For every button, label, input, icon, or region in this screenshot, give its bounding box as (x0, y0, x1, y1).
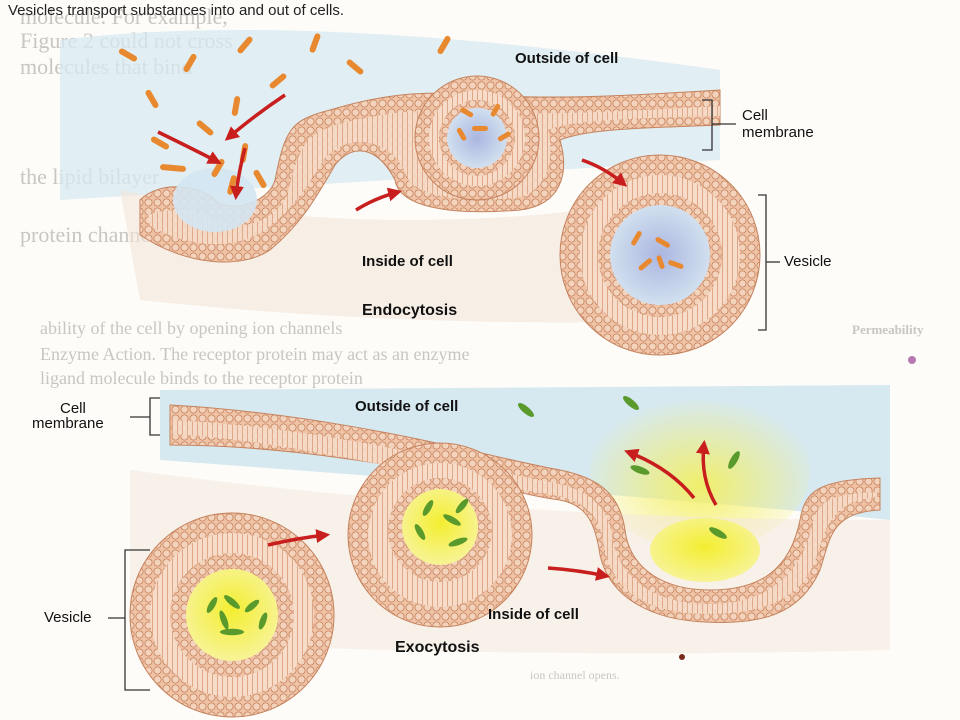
bg-text-line: Enzyme Action. The receptor protein may … (40, 344, 470, 364)
membrane-bracket (702, 99, 713, 151)
endocytic-pocket (173, 168, 257, 232)
green-molecule (206, 597, 218, 613)
endocytosis-panel (60, 30, 780, 356)
green-molecule (709, 527, 727, 539)
fusion-pocket (650, 518, 760, 582)
green-molecules (206, 396, 740, 636)
orange-molecule (196, 120, 214, 136)
green-molecule (244, 599, 260, 613)
endocytic-vesicle-lumen (610, 205, 710, 305)
red-arrow (581, 158, 628, 187)
bg-text-line: molecule. For example, (20, 4, 228, 29)
red-arrow (229, 147, 247, 201)
orange-molecule (656, 255, 665, 269)
exocytic-vesicle-lumen (186, 569, 278, 661)
exocytosis-label-brackets (108, 397, 160, 691)
orange-molecule (655, 237, 671, 248)
orange-molecule (437, 35, 451, 55)
cell-membrane-label-line1: Cell (60, 400, 86, 417)
vesicle-label: Vesicle (784, 253, 832, 270)
cell-membrane-label-line2: membrane (32, 415, 104, 432)
inside-of-cell-label: Inside of cell (488, 606, 579, 623)
orange-molecule (460, 107, 474, 118)
endocytosis-label-brackets (702, 99, 780, 331)
orange-molecule (160, 164, 186, 172)
endocytosis-title: Endocytosis (362, 302, 458, 319)
exocytosis-arrows (267, 439, 718, 581)
green-molecule (623, 396, 639, 410)
green-molecule (455, 498, 469, 514)
vesicle-bracket (124, 549, 150, 691)
orange-molecule (231, 96, 241, 116)
orange-molecule (145, 89, 159, 109)
cell-membrane-label-line2: membrane (742, 124, 814, 141)
green-molecule (448, 537, 468, 547)
outside-of-cell-label: Outside of cell (355, 398, 459, 415)
stray-dot (679, 654, 685, 660)
orange-molecule (631, 230, 642, 246)
bg-text-line: Permeability (852, 322, 924, 337)
orange-molecule (668, 260, 684, 269)
membrane-tails (172, 420, 878, 614)
orange-molecule (227, 175, 237, 195)
orange-molecule (253, 169, 267, 189)
bg-text-line: ability of the cell by opening ion chann… (40, 318, 343, 338)
red-arrow (547, 566, 611, 581)
orange-molecule (456, 127, 467, 141)
pinching-vesicle-lumen (447, 108, 507, 168)
red-arrow (157, 130, 222, 164)
yellow-glow (590, 390, 810, 550)
vesicle-label: Vesicle (44, 609, 92, 626)
red-arrow (267, 529, 331, 547)
green-molecule (443, 514, 461, 526)
green-molecule (422, 500, 434, 516)
inside-of-cell-label: Inside of cell (362, 253, 453, 270)
stray-dot (908, 356, 916, 364)
orange-molecule (309, 33, 321, 53)
cell-membrane-label-line1: Cell (742, 107, 768, 124)
orange-molecule (497, 131, 511, 142)
orange-molecule (118, 48, 138, 62)
green-molecule (728, 451, 740, 469)
red-arrow (624, 448, 696, 500)
green-molecule (630, 465, 650, 475)
bg-text-line: ligand molecule binds to the receptor pr… (40, 368, 363, 388)
endocytosis-arrows (157, 93, 628, 212)
green-molecule (219, 610, 229, 630)
outside-of-cell-label: Outside of cell (515, 50, 619, 67)
red-arrow (355, 187, 403, 212)
green-molecule (224, 595, 240, 609)
orange-molecule (472, 126, 488, 131)
membrane-bracket (149, 397, 160, 436)
exocytosis-panel (108, 385, 890, 718)
red-arrow (695, 439, 718, 506)
orange-molecule (638, 258, 653, 271)
orange-molecule (346, 59, 364, 75)
red-arrow (224, 93, 286, 141)
orange-molecule (237, 36, 253, 54)
orange-molecule (150, 136, 170, 150)
green-molecule (518, 403, 534, 417)
exocytosis-title: Exocytosis (395, 639, 480, 656)
green-molecule (414, 524, 426, 540)
orange-molecule (490, 103, 501, 117)
figure-caption: Vesicles transport substances into and o… (8, 2, 345, 19)
orange-molecule (183, 53, 197, 73)
orange-molecule (269, 73, 287, 89)
green-molecule (220, 628, 244, 636)
bg-text-line: ion channel opens. (530, 668, 620, 682)
green-molecule (258, 612, 268, 630)
